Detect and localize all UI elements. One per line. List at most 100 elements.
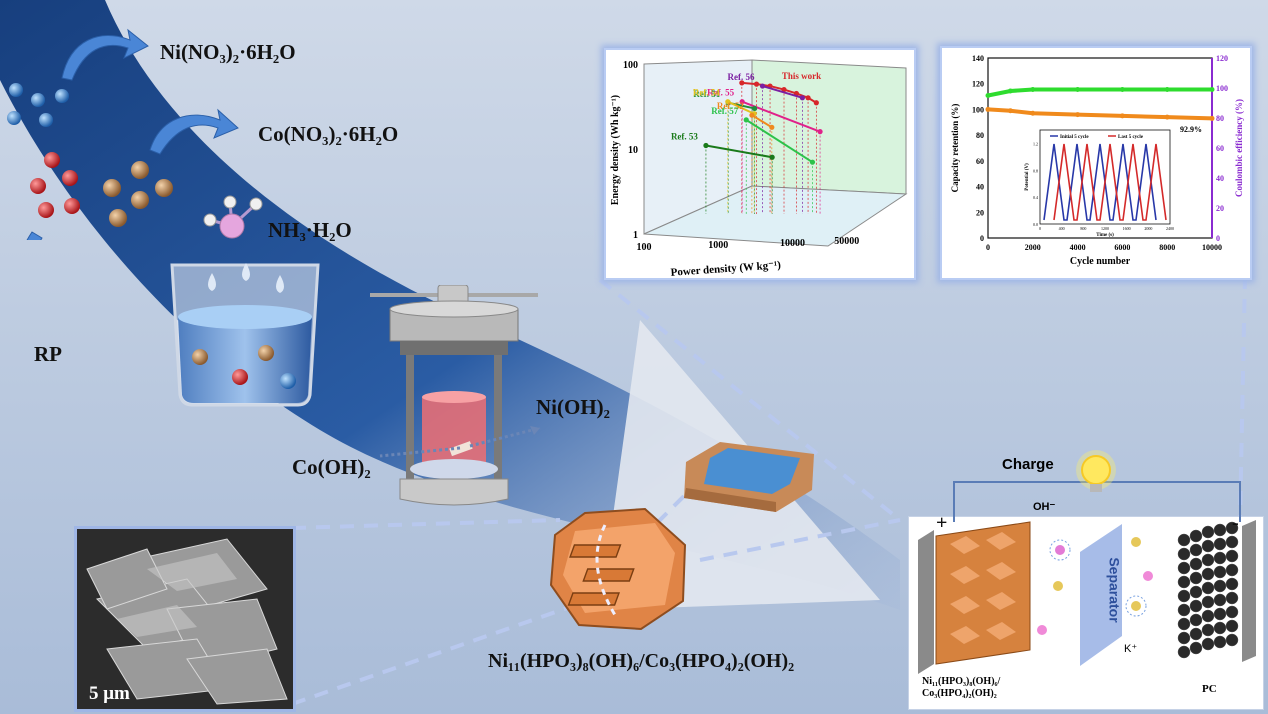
charge-label: Charge bbox=[1002, 456, 1054, 473]
y-tick-label: 0 bbox=[980, 234, 984, 243]
series-label: Ref. 57 bbox=[711, 106, 738, 116]
x-tick-label: 4000 bbox=[1070, 243, 1086, 252]
product-formula: Ni₁₁(HPO₃)₈(OH)₆/Co₃(HPO₄)₂(OH)₂ bbox=[488, 650, 795, 672]
ni-ions bbox=[7, 83, 69, 127]
arrow-ni bbox=[61, 28, 149, 81]
y-axis-label: Energy density (Wh kg⁻¹) bbox=[610, 95, 621, 205]
data-point bbox=[985, 93, 991, 98]
data-point bbox=[739, 80, 745, 86]
series-label: This work bbox=[782, 71, 821, 81]
y-axis-label: Capacity retention (%) bbox=[950, 104, 960, 193]
carbon-spheres bbox=[1177, 521, 1239, 659]
sem-scale-label: 5 μm bbox=[89, 683, 130, 704]
data-point bbox=[739, 99, 745, 105]
y-tick-label: 100 bbox=[623, 60, 638, 71]
retention-annotation: 92.9% bbox=[1180, 125, 1202, 134]
hydroxide-ion-label: OH⁻ bbox=[1033, 501, 1056, 513]
positive-label-line1: Ni₁₁(HPO₃)₈(OH)₆/ bbox=[922, 676, 1001, 687]
inset-y-label: Potential (V) bbox=[1025, 163, 1030, 191]
data-point bbox=[1209, 87, 1215, 92]
data-point bbox=[1007, 108, 1013, 114]
data-point bbox=[799, 95, 805, 101]
data-point bbox=[1030, 110, 1036, 116]
x-tick-label: 1000 bbox=[708, 240, 728, 251]
floor bbox=[643, 185, 908, 247]
co-nitrate-label: Co(NO₃)₂·6H₂O bbox=[258, 122, 399, 146]
y2-tick-label: 0 bbox=[1216, 234, 1220, 243]
data-point bbox=[985, 106, 991, 112]
inset-gcd-curve bbox=[1043, 143, 1157, 221]
x-tick-label: 10000 bbox=[1202, 243, 1222, 252]
x-tick-label: 8000 bbox=[1159, 243, 1175, 252]
y2-tick-label: 120 bbox=[1216, 54, 1228, 63]
inset-y-tick: 0.4 bbox=[1033, 195, 1038, 200]
data-point bbox=[1075, 112, 1081, 118]
data-point bbox=[1164, 114, 1170, 120]
inset-legend-label: Initial 5 cycle bbox=[1060, 135, 1089, 140]
inset-y-tick: 0.8 bbox=[1033, 168, 1038, 173]
y-tick-label: 60 bbox=[976, 157, 984, 166]
side-wall bbox=[751, 59, 907, 195]
autoclave-icon bbox=[370, 285, 538, 506]
inset-x-tick: 2400 bbox=[1166, 226, 1174, 231]
plus-sign: + bbox=[936, 512, 948, 534]
data-point bbox=[781, 86, 787, 93]
inset-y-tick: 0.0 bbox=[1033, 222, 1038, 227]
inset-x-tick: 1600 bbox=[1123, 226, 1131, 231]
series-label: Ref. 54 bbox=[693, 88, 720, 98]
series-label: Ref. 56 bbox=[728, 72, 755, 82]
data-point bbox=[725, 99, 731, 105]
separator bbox=[1080, 524, 1122, 666]
x-tick-label: 10000 bbox=[780, 238, 805, 249]
series-label: Ref. 52 bbox=[717, 101, 744, 111]
arrow-co bbox=[149, 108, 239, 155]
y2-tick-label: 20 bbox=[1216, 204, 1224, 213]
y-tick-label: 10 bbox=[628, 145, 638, 156]
x-tick-label: 100 bbox=[637, 242, 652, 253]
x-axis-label: Cycle number bbox=[1070, 256, 1131, 267]
ammonia-molecule-icon bbox=[203, 195, 263, 239]
series-label: Ref. 55 bbox=[707, 88, 734, 98]
ammonia-label: NH₃·H₂O bbox=[268, 218, 352, 242]
series-line bbox=[745, 119, 814, 164]
negative-electrode-label: PC bbox=[1202, 683, 1217, 695]
y-tick-label: 100 bbox=[972, 105, 984, 114]
inset-x-label: Time (s) bbox=[1096, 233, 1114, 238]
x-tick-label: 6000 bbox=[1114, 243, 1130, 252]
rp-label: RP bbox=[34, 342, 62, 366]
data-point bbox=[759, 83, 766, 89]
device-circuit bbox=[918, 450, 1256, 674]
series-line bbox=[705, 144, 773, 159]
inset-x-tick: 0 bbox=[1039, 226, 1041, 231]
inset-y-tick: 1.2 bbox=[1033, 141, 1038, 146]
beaker-icon bbox=[170, 263, 320, 407]
y2-axis-label: Coulombic efficiency (%) bbox=[1234, 99, 1244, 197]
series-line bbox=[762, 85, 803, 99]
sem-plates bbox=[77, 529, 293, 709]
y-tick-label: 20 bbox=[976, 208, 984, 217]
data-point bbox=[1164, 87, 1170, 92]
ni-nitrate-label: Ni(NO₃)₂·6H₂O bbox=[160, 40, 296, 64]
series-label: Ref. 53 bbox=[671, 131, 698, 141]
y2-tick-label: 80 bbox=[1216, 114, 1224, 123]
arrow-rp bbox=[26, 231, 43, 240]
data-point bbox=[769, 124, 775, 130]
data-point bbox=[1209, 115, 1215, 121]
y-tick-label: 140 bbox=[972, 54, 984, 63]
data-point bbox=[817, 129, 823, 135]
data-point bbox=[703, 142, 709, 149]
co-ions bbox=[103, 161, 173, 227]
data-point bbox=[753, 81, 760, 87]
data-point bbox=[1030, 87, 1036, 92]
positive-electrode-label: Ni₁₁(HPO₃)₈(OH)₆/ Co₃(HPO₄)₂(OH)₂ bbox=[922, 676, 1000, 700]
y-tick-label: 1 bbox=[633, 230, 638, 241]
x-tick-label: 0 bbox=[986, 243, 990, 252]
y-tick-label: 120 bbox=[972, 80, 984, 89]
data-point bbox=[813, 100, 819, 106]
separator-label: Separator bbox=[1106, 557, 1123, 623]
data-point bbox=[809, 159, 816, 165]
series-label: Ref. 51 bbox=[693, 89, 720, 99]
